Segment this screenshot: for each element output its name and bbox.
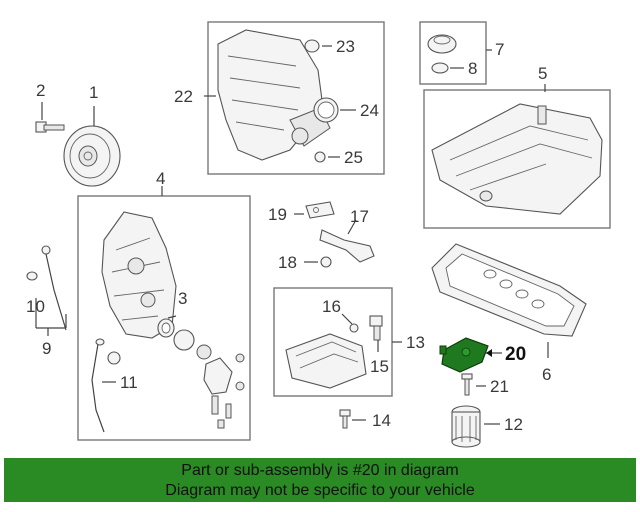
callout-24: 24 [360, 101, 379, 120]
crank-pulley-part [63, 125, 121, 187]
callout-15: 15 [370, 357, 389, 376]
callout-25: 25 [344, 148, 363, 167]
callout-17: 17 [350, 207, 369, 226]
oil-pan-part [285, 333, 367, 389]
group-box-oil-cap [419, 21, 487, 85]
bracket-19-part [305, 201, 335, 219]
oil-filler-cap-part [427, 34, 457, 54]
callout-20: 20 [505, 344, 526, 365]
oil-tube-11-part [91, 338, 121, 433]
notice-line-2: Diagram may not be specific to your vehi… [165, 482, 475, 499]
cap-seal-8-part [431, 62, 449, 74]
bolt-14-part [339, 409, 351, 429]
gasket-24-part [313, 97, 339, 123]
dipstick-part [26, 245, 67, 331]
callout-14: 14 [372, 411, 391, 430]
callout-19: 19 [268, 205, 287, 224]
valve-cover-gasket-part [431, 243, 587, 337]
callout-12: 12 [504, 415, 523, 434]
group-box-timing-cover [77, 195, 251, 441]
group-box-valve-cover [423, 89, 611, 229]
callout-5: 5 [538, 64, 547, 83]
intake-manifold-part [217, 29, 331, 161]
timing-chain-cover-part [101, 211, 177, 339]
timing-components-part [173, 329, 245, 429]
callout-22: 22 [174, 87, 193, 106]
callout-2: 2 [36, 81, 45, 100]
drain-plug-15-part [369, 315, 383, 341]
callout-10: 10 [26, 297, 45, 316]
callout-7: 7 [495, 40, 504, 59]
callout-1: 1 [89, 83, 98, 102]
bolt-21-part [461, 373, 473, 396]
pulley-bolt-part [35, 121, 65, 133]
callout-6: 6 [542, 365, 551, 384]
callout-3: 3 [178, 289, 187, 308]
valve-cover-part [431, 103, 603, 215]
callout-13: 13 [406, 333, 425, 352]
group-box-intake [207, 21, 385, 175]
washer-16-part [349, 323, 359, 333]
hose-17-part [319, 219, 375, 263]
oring-25-part [314, 151, 326, 163]
notice-line-1: Part or sub-assembly is #20 in diagram [181, 462, 459, 479]
seal-3-part [157, 318, 175, 338]
callout-11: 11 [120, 373, 138, 392]
callout-4: 4 [156, 169, 165, 188]
nut-18-part [320, 256, 332, 268]
callout-21: 21 [490, 377, 509, 396]
callout-23: 23 [336, 37, 355, 56]
callout-18: 18 [278, 253, 297, 272]
oring-23-part [304, 39, 320, 53]
callout-16: 16 [322, 297, 341, 316]
callout-8: 8 [468, 59, 477, 78]
highlighted-part-20 [439, 337, 489, 373]
callout-9: 9 [42, 339, 51, 358]
notice-banner: Part or sub-assembly is #20 in diagram D… [4, 458, 636, 502]
oil-filter-part [451, 405, 481, 448]
